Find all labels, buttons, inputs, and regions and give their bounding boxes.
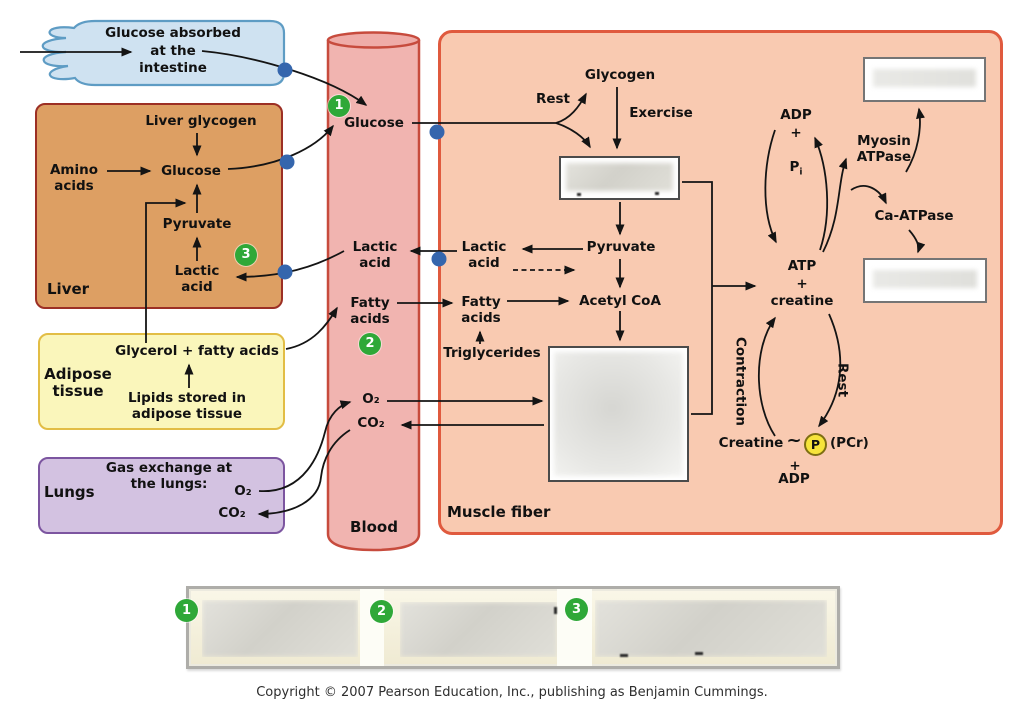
lungs-o2-label: O₂	[234, 483, 252, 499]
blood-title: Blood	[350, 518, 398, 536]
pcr-plus-label: +	[789, 458, 801, 474]
legend-badge-1: 1	[175, 599, 198, 622]
pi-label: Pi	[771, 144, 821, 178]
arrows	[20, 47, 926, 519]
blood-lactic-acid-label: Lactic acid	[352, 239, 398, 271]
myosin-atpase-label: Myosin ATPase	[856, 133, 912, 165]
intestine-caption: Glucose absorbed at the intestine	[105, 25, 241, 77]
lungs-gas-exchange-label: Gas exchange at the lungs:	[105, 460, 233, 492]
atp-creatine-label: ATP + creatine	[770, 258, 834, 310]
junction-dots	[277, 62, 447, 280]
blood-vessel-top	[326, 31, 421, 49]
lungs-co2-label: CO₂	[218, 505, 246, 521]
muscle-fiber-title: Muscle fiber	[447, 503, 551, 521]
blood-co2-label: CO₂	[357, 415, 385, 431]
liver-lactic-acid-label: Lactic acid	[174, 263, 220, 295]
legend-blank-3[interactable]	[595, 600, 827, 657]
blood-glucose-label: Glucose	[344, 115, 404, 131]
tilde-label: ~	[786, 430, 802, 451]
junction-dot	[279, 154, 295, 170]
muscle-lactic-acid-label: Lactic acid	[461, 239, 507, 271]
muscle-exercise-label: Exercise	[629, 105, 693, 121]
muscle-blank-mitochondria[interactable]	[548, 346, 689, 482]
muscle-blank-glycolysis[interactable]	[559, 156, 680, 200]
phosphate-circle: P	[804, 433, 827, 456]
liver-title: Liver	[47, 280, 90, 298]
legend-blank-1[interactable]	[202, 600, 358, 657]
adipose-title: Adipose tissue	[44, 365, 112, 400]
contraction-label: Contraction	[732, 336, 749, 426]
adipose-box	[38, 333, 285, 430]
liver-amino-acids-label: Amino acids	[49, 162, 99, 194]
pi-base: P	[789, 158, 800, 175]
muscle-fatty-acids-label: Fatty acids	[461, 294, 501, 326]
liver-glycogen-label: Liver glycogen	[145, 113, 257, 129]
junction-dot	[431, 251, 447, 267]
blood-o2-label: O₂	[362, 391, 380, 407]
step-badge-1: 1	[328, 95, 350, 117]
liver-pyruvate-label: Pyruvate	[162, 216, 232, 232]
junction-dot	[429, 124, 445, 140]
lungs-box	[38, 457, 285, 534]
adp-pi-label: ADP +	[780, 107, 812, 141]
legend-badge-3: 3	[565, 598, 588, 621]
muscle-acetyl-coa-label: Acetyl CoA	[579, 293, 661, 309]
step-badge-3: 3	[235, 244, 257, 266]
ca-atpase-label: Ca-ATPase	[874, 208, 954, 224]
pcr-label: (PCr)	[830, 435, 869, 451]
muscle-blank-right-top[interactable]	[863, 57, 986, 102]
pi-sub: i	[799, 167, 803, 178]
adipose-lipids-label: Lipids stored in adipose tissue	[127, 390, 247, 422]
muscle-pyruvate-label: Pyruvate	[586, 239, 656, 255]
legend-badge-2: 2	[370, 600, 393, 623]
muscle-blank-right-bottom[interactable]	[863, 258, 987, 303]
adipose-glycerol-label: Glycerol + fatty acids	[115, 343, 279, 359]
junction-dot	[277, 264, 293, 280]
pcr-adp-label: ADP	[778, 471, 810, 487]
muscle-triglycerides-label: Triglycerides	[443, 345, 541, 361]
legend-blank-2[interactable]	[400, 602, 557, 657]
blood-vessel	[326, 40, 421, 552]
copyright-text: Copyright © 2007 Pearson Education, Inc.…	[256, 685, 768, 700]
blood-fatty-acids-label: Fatty acids	[350, 295, 390, 327]
junction-dot	[277, 62, 293, 78]
muscle-rest-label: Rest	[535, 91, 571, 107]
muscle-glycogen-label: Glycogen	[584, 67, 656, 83]
liver-glucose-label: Glucose	[161, 163, 221, 179]
rest-cycle-label: Rest	[834, 362, 851, 398]
step-badge-2: 2	[359, 333, 381, 355]
creatine-label: Creatine	[718, 435, 784, 451]
lungs-title: Lungs	[44, 483, 95, 501]
